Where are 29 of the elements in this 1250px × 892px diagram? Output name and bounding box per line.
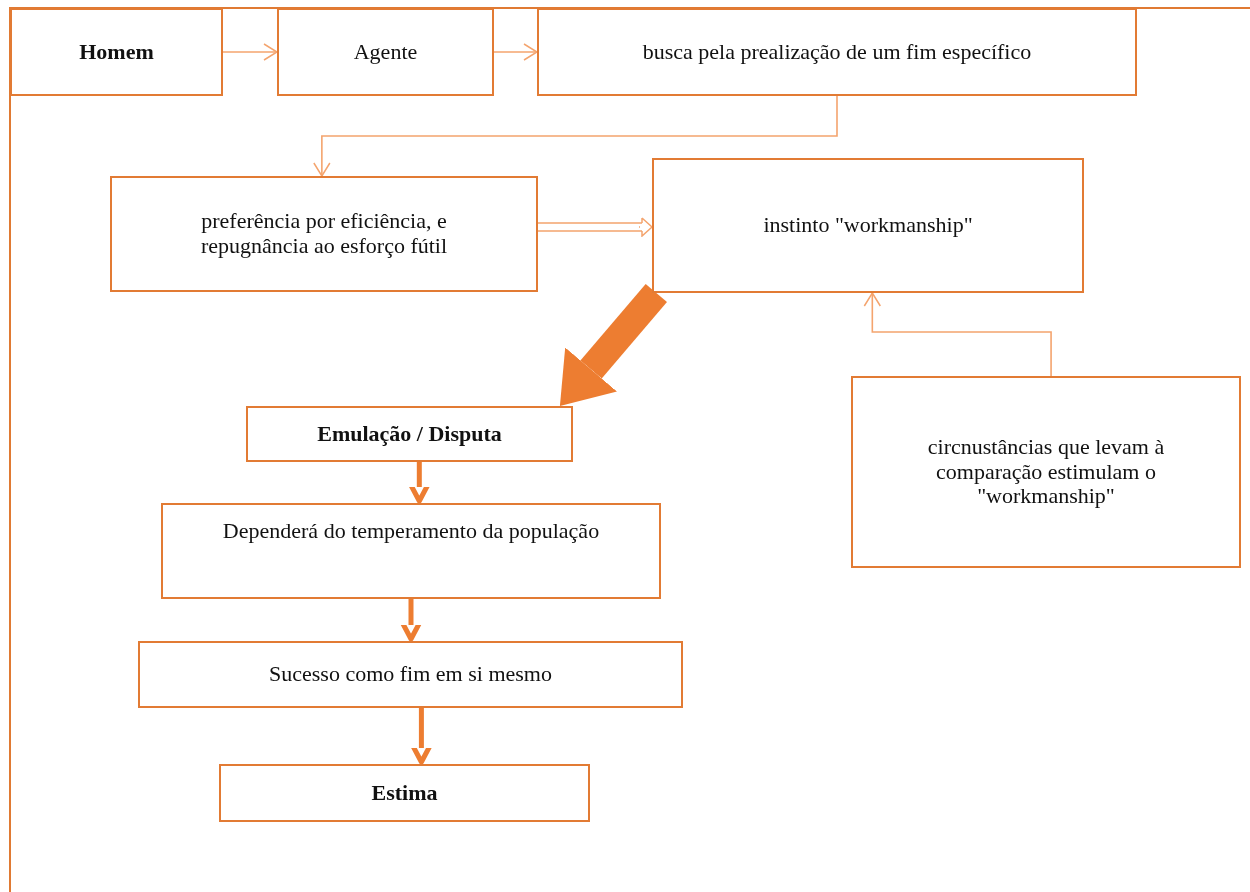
process-box (851, 376, 1241, 568)
box-text: preferência por eficiência, e repugnância ao esforço fútil (199, 209, 449, 259)
arrow (409, 708, 433, 765)
process-box (161, 503, 661, 599)
box-text: busca pela prealização de um fim específico (642, 39, 1032, 65)
box-text: Agente (353, 39, 418, 65)
arrow (407, 462, 431, 504)
process-box (138, 641, 683, 708)
box-text: circnustâncias que levam à comparação estimulam o "workmanship" (926, 435, 1166, 509)
box-text: Sucesso como fim em si mesmo (269, 662, 552, 687)
process-box (246, 406, 573, 462)
box-text: instinto "workmanship" (763, 213, 973, 238)
arrow (493, 43, 538, 61)
process-box (110, 176, 538, 292)
arrow (222, 43, 278, 61)
box-text: Homem (79, 39, 154, 65)
process-box (652, 158, 1084, 293)
process-box (219, 764, 590, 822)
arrow (863, 292, 1052, 377)
box-text: Emulação / Disputa (317, 421, 502, 447)
box-text: Dependerá do temperamento da população (222, 519, 600, 544)
double-line-arrow (537, 217, 653, 237)
box-text: Estima (371, 780, 438, 806)
arrow (313, 95, 838, 177)
arrow (399, 599, 423, 642)
process-box (277, 8, 494, 96)
process-box (537, 8, 1137, 96)
block-arrow (559, 283, 667, 406)
process-box (10, 8, 223, 96)
